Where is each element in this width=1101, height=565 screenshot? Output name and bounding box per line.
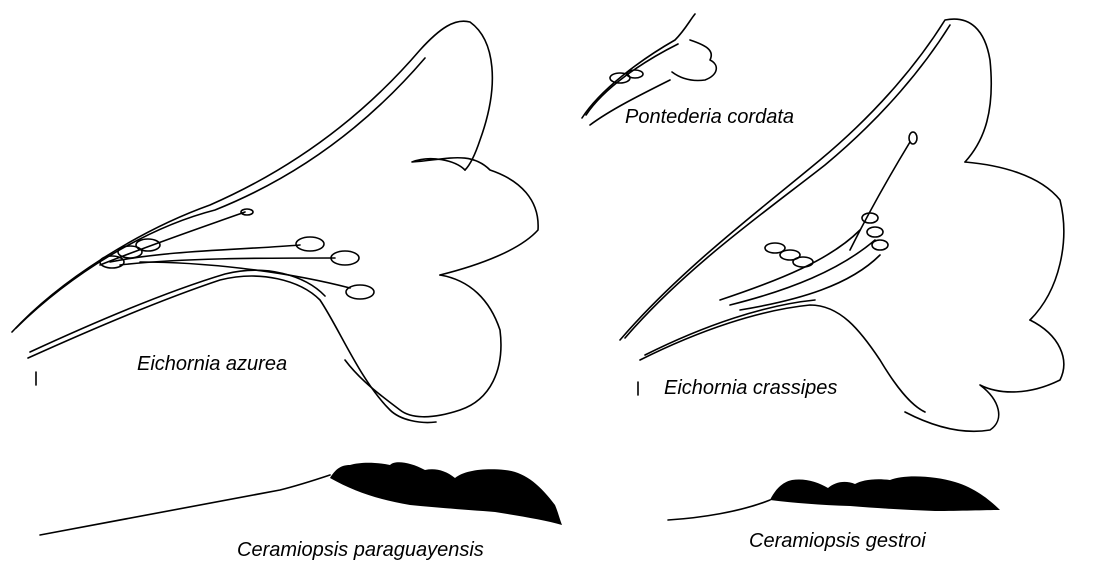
- azurea-anther-3: [346, 285, 374, 299]
- crassipes-lower-petal: [905, 320, 1064, 431]
- label-eichornia-azurea: Eichornia azurea: [137, 353, 287, 376]
- paraguayensis-stem: [40, 475, 330, 535]
- crassipes-stigma: [909, 132, 917, 144]
- azurea-lower-tube-inner: [30, 270, 325, 352]
- crassipes-anther-6: [793, 257, 813, 267]
- crassipes-upper-tube-inner: [625, 25, 950, 338]
- crassipes-filament-3: [740, 255, 880, 310]
- crassipes-upper-petal: [965, 162, 1064, 320]
- crassipes-anther-3: [872, 240, 888, 250]
- gestroi-stem: [668, 500, 770, 520]
- azurea-lower-tube: [28, 276, 436, 422]
- azurea-anther-5: [136, 239, 160, 251]
- crassipes-anther-1: [862, 213, 878, 223]
- crassipes-anther-2: [867, 227, 883, 237]
- label-ceramiopsis-paraguayensis: Ceramiopsis paraguayensis: [237, 539, 484, 562]
- azurea-filament-3: [140, 262, 350, 288]
- crassipes-style: [850, 142, 910, 250]
- azurea-lower-petal: [345, 275, 501, 417]
- eichornia-crassipes-flower: [620, 19, 1064, 431]
- azurea-upper-tube-inner: [16, 58, 425, 328]
- ceramiopsis-paraguayensis-silhouette: [330, 462, 562, 525]
- azurea-upper-petal: [412, 158, 538, 275]
- azurea-anther-1: [296, 237, 324, 251]
- cordata-upper-inner: [586, 44, 678, 115]
- label-pontederia-cordata: Pontederia cordata: [625, 106, 794, 129]
- crassipes-filament-2: [730, 240, 875, 305]
- label-ceramiopsis-gestroi: Ceramiopsis gestroi: [749, 530, 926, 553]
- label-eichornia-crassipes: Eichornia crassipes: [664, 377, 837, 400]
- azurea-upper-tube: [12, 21, 492, 332]
- cordata-petal: [672, 40, 716, 81]
- ceramiopsis-gestroi-silhouette: [770, 476, 1000, 511]
